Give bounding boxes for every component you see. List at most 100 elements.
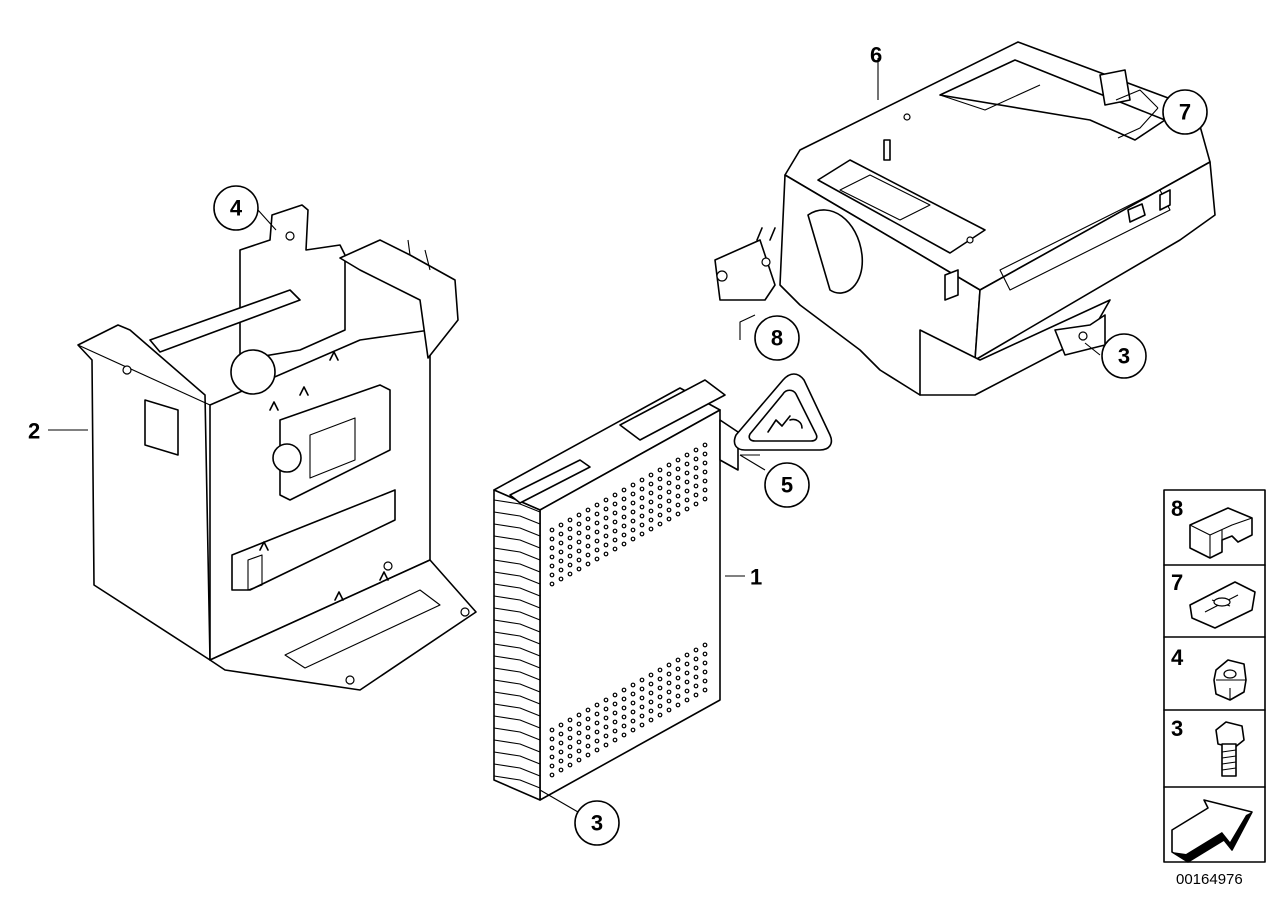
vent-hole (648, 472, 654, 478)
vent-hole (576, 530, 582, 536)
vent-hole (666, 671, 672, 677)
vent-hole (693, 656, 699, 662)
part-2-bracket (77, 204, 477, 691)
vent-hole (549, 736, 555, 742)
vent-hole (693, 692, 699, 698)
vent-hole (603, 515, 609, 521)
vent-hole (567, 562, 573, 568)
vent-hole (594, 720, 600, 726)
vent-hole (648, 699, 654, 705)
vent-hole (558, 558, 564, 564)
vent-hole (666, 707, 672, 713)
vent-hole (666, 662, 672, 668)
vent-hole (567, 717, 573, 723)
vent-hole (621, 714, 627, 720)
vent-hole (594, 729, 600, 735)
vent-hole (648, 681, 654, 687)
vent-hole (639, 713, 645, 719)
vent-hole (594, 747, 600, 753)
vent-hole (693, 456, 699, 462)
parts-legend: 8 7 4 3 (1163, 489, 1266, 863)
vent-hole (603, 551, 609, 557)
fin (493, 511, 541, 525)
vent-hole (549, 727, 555, 733)
vent-hole (630, 491, 636, 497)
callout-3-bottom: 3 (574, 800, 620, 846)
vent-hole (621, 487, 627, 493)
fin (493, 607, 541, 621)
vent-hole (612, 737, 618, 743)
vent-hole (657, 521, 663, 527)
vent-hole (666, 498, 672, 504)
vent-hole (594, 520, 600, 526)
vent-hole (612, 692, 618, 698)
vent-hole (585, 534, 591, 540)
vent-hole (657, 685, 663, 691)
fin (493, 547, 541, 561)
fin (493, 571, 541, 585)
vent-hole (666, 462, 672, 468)
svg-text:4: 4 (1171, 645, 1184, 670)
vent-hole (549, 772, 555, 778)
vent-hole (576, 557, 582, 563)
vent-hole (648, 708, 654, 714)
vent-hole (684, 661, 690, 667)
vent-hole (630, 482, 636, 488)
svg-text:8: 8 (771, 326, 783, 351)
vent-hole (630, 509, 636, 515)
vent-hole (639, 513, 645, 519)
vent-hole (585, 752, 591, 758)
vent-hole (675, 457, 681, 463)
fin (493, 643, 541, 657)
vent-hole (675, 511, 681, 517)
vent-hole (558, 567, 564, 573)
vent-hole (684, 652, 690, 658)
vent-hole (558, 576, 564, 582)
vent-hole (585, 525, 591, 531)
vent-hole (576, 712, 582, 718)
vent-hole (648, 526, 654, 532)
vent-hole (657, 467, 663, 473)
vent-hole (639, 486, 645, 492)
fin (493, 775, 541, 789)
vent-hole (630, 691, 636, 697)
vent-hole (675, 666, 681, 672)
vent-hole (576, 757, 582, 763)
vent-hole (702, 651, 708, 657)
vent-hole (603, 524, 609, 530)
vent-hole (603, 733, 609, 739)
vent-hole (549, 527, 555, 533)
vent-hole (684, 488, 690, 494)
vent-hole (639, 522, 645, 528)
vent-hole (558, 740, 564, 746)
vent-hole (657, 494, 663, 500)
vent-hole (576, 548, 582, 554)
vent-hole (666, 689, 672, 695)
vent-hole (630, 727, 636, 733)
vent-hole (576, 521, 582, 527)
clip-nut-icon (1189, 507, 1253, 559)
vent-hole (576, 566, 582, 572)
svg-text:7: 7 (1179, 100, 1191, 125)
vent-hole (639, 686, 645, 692)
vent-hole (567, 535, 573, 541)
fin (493, 763, 541, 777)
vent-hole (621, 496, 627, 502)
callout-4: 4 (213, 185, 259, 231)
vent-hole (630, 536, 636, 542)
vent-hole (684, 470, 690, 476)
vent-hole (702, 496, 708, 502)
vent-hole (549, 754, 555, 760)
vent-hole (666, 471, 672, 477)
callout-5: 5 (764, 462, 810, 508)
vent-hole (576, 539, 582, 545)
vent-hole (621, 532, 627, 538)
vent-hole (549, 545, 555, 551)
vent-hole (603, 724, 609, 730)
fin (493, 715, 541, 729)
vent-hole (702, 642, 708, 648)
vent-hole (558, 531, 564, 537)
callout-7: 7 (1162, 89, 1208, 135)
vent-hole (567, 544, 573, 550)
